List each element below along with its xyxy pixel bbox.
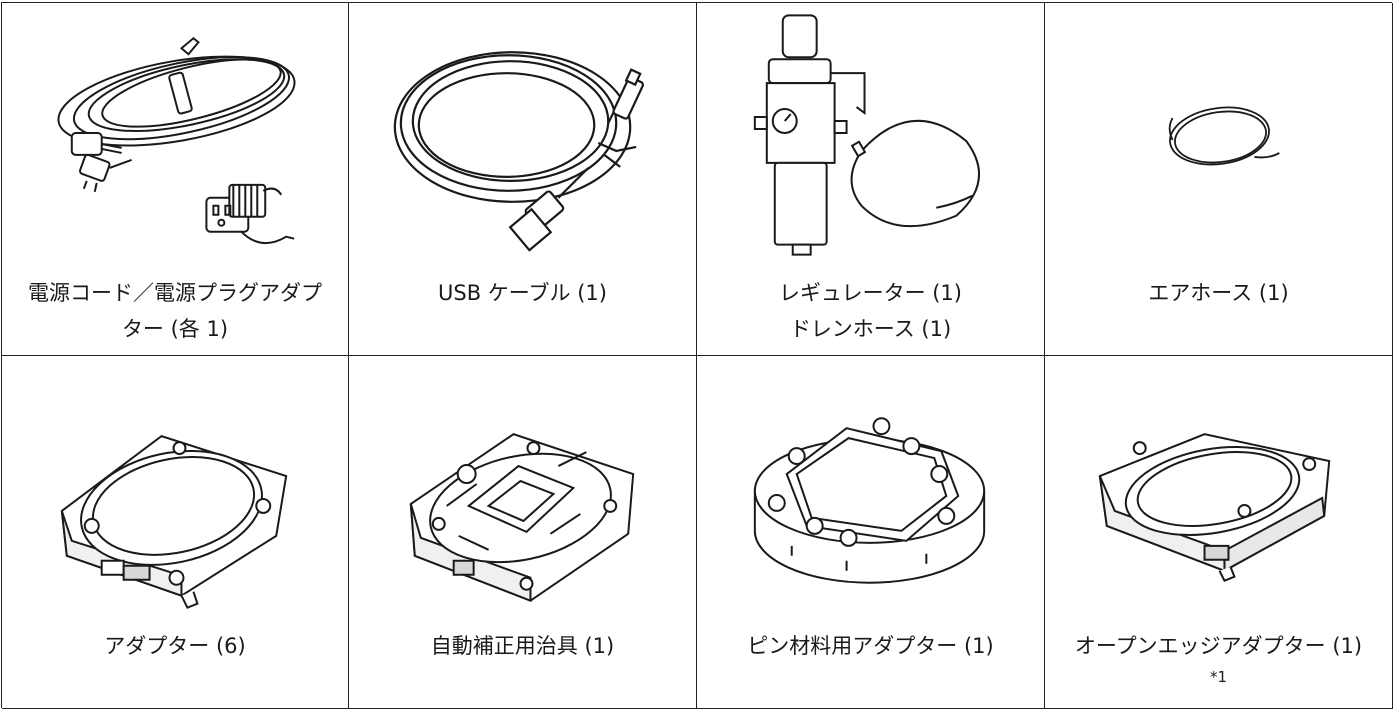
item-label: 自動補正用治具 (1) [430, 634, 615, 658]
item-label: アダプター (6) [104, 634, 246, 658]
power-cord-illustration [2, 3, 348, 258]
item-label: USB ケーブル (1) [438, 281, 607, 305]
cell-air-hose: エアホース (1) [1045, 3, 1393, 356]
calibration-jig-illustration [349, 356, 696, 611]
pin-adapter-illustration [697, 356, 1044, 611]
adapter-illustration [2, 356, 348, 611]
item-caption: レギュレーター (1) ドレンホース (1) [701, 275, 1040, 347]
item-caption: アダプター (6) [6, 628, 344, 664]
item-caption: USB ケーブル (1) [353, 275, 692, 311]
cell-usb-cable: USB ケーブル (1) [349, 3, 697, 356]
item-label: エアホース (1) [1148, 281, 1289, 305]
cell-open-edge-adapter: オープンエッジアダプター (1) *1 [1045, 356, 1393, 709]
cell-adapter: アダプター (6) [2, 356, 349, 709]
cell-regulator: レギュレーター (1) ドレンホース (1) [697, 3, 1045, 356]
open-edge-adapter-illustration [1045, 356, 1392, 611]
item-label-line2: ドレンホース (1) [789, 317, 952, 341]
item-caption: オープンエッジアダプター (1) *1 [1049, 628, 1388, 688]
item-label: 電源コード／電源プラグアダプ [28, 281, 322, 305]
item-footnote-marker: *1 [1209, 668, 1228, 686]
item-caption: エアホース (1) [1049, 275, 1388, 311]
item-label-line2: ター (各 1) [121, 317, 229, 341]
cell-calibration-jig: 自動補正用治具 (1) [349, 356, 697, 709]
cell-pin-adapter: ピン材料用アダプター (1) [697, 356, 1045, 709]
item-label: ピン材料用アダプター (1) [747, 634, 994, 658]
item-label: オープンエッジアダプター (1) [1074, 634, 1363, 658]
item-caption: 自動補正用治具 (1) [353, 628, 692, 664]
item-caption: ピン材料用アダプター (1) [701, 628, 1040, 664]
regulator-illustration [697, 3, 1044, 258]
usb-cable-illustration [349, 3, 696, 258]
cell-power-cord: 電源コード／電源プラグアダプ ター (各 1) [2, 3, 349, 356]
air-hose-illustration [1045, 3, 1392, 258]
item-caption: 電源コード／電源プラグアダプ ター (各 1) [6, 275, 344, 347]
item-label: レギュレーター (1) [778, 281, 962, 305]
